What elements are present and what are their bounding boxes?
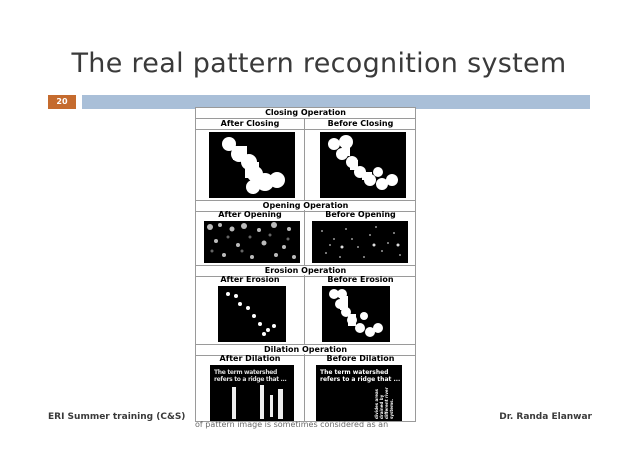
dilation-before-text: The term watershed refers to a ridge tha… — [320, 369, 401, 383]
image-before-erosion — [322, 286, 390, 342]
section-title-opening: Opening Operation — [196, 200, 415, 212]
label-before-erosion: Before Erosion — [327, 275, 394, 284]
slide-title: The real pattern recognition system — [71, 48, 567, 79]
footer-left: ERI Summer training (C&S) — [48, 412, 186, 422]
image-before-dilation: The term watershed refers to a ridge tha… — [316, 365, 402, 421]
label-after-closing: After Closing — [220, 119, 280, 128]
morphology-figure: Closing Operation After Closing Before C… — [195, 107, 416, 422]
opening-after-texture — [207, 222, 296, 259]
label-before-closing: Before Closing — [327, 119, 394, 128]
image-after-dilation: The term watershed refers to a ridge tha… — [210, 365, 294, 421]
dilation-after-bars — [232, 385, 283, 419]
closing-after-shape — [222, 137, 285, 194]
dilation-vertical-text-wrap: divides areas drained by different river… — [374, 383, 398, 419]
slide-number: 20 — [48, 95, 76, 109]
section-title-dilation: Dilation Operation — [196, 344, 415, 356]
erosion-before-shape — [329, 289, 383, 337]
image-after-closing — [209, 132, 295, 198]
cut-caption: of pattern image is sometimes considered… — [195, 420, 389, 429]
image-after-opening — [204, 221, 300, 263]
header-bar — [82, 95, 590, 109]
label-after-dilation: After Dilation — [219, 354, 281, 363]
footer-right: Dr. Randa Elanwar — [499, 412, 592, 422]
image-before-opening — [312, 221, 408, 263]
label-after-opening: After Opening — [218, 210, 282, 219]
opening-before-texture — [321, 226, 401, 258]
label-before-opening: Before Opening — [325, 210, 396, 219]
erosion-after-shape — [226, 292, 276, 336]
dilation-vertical-text: divides areas drained by different river… — [374, 387, 394, 419]
label-before-dilation: Before Dilation — [326, 354, 395, 363]
section-title-erosion: Erosion Operation — [196, 265, 415, 277]
section-title-closing: Closing Operation — [196, 108, 415, 119]
dilation-after-text: The term watershed refers to a ridge tha… — [214, 369, 287, 383]
closing-before-shape — [328, 135, 398, 190]
label-after-erosion: After Erosion — [220, 275, 280, 284]
image-after-erosion — [218, 286, 286, 342]
image-before-closing — [320, 132, 406, 198]
